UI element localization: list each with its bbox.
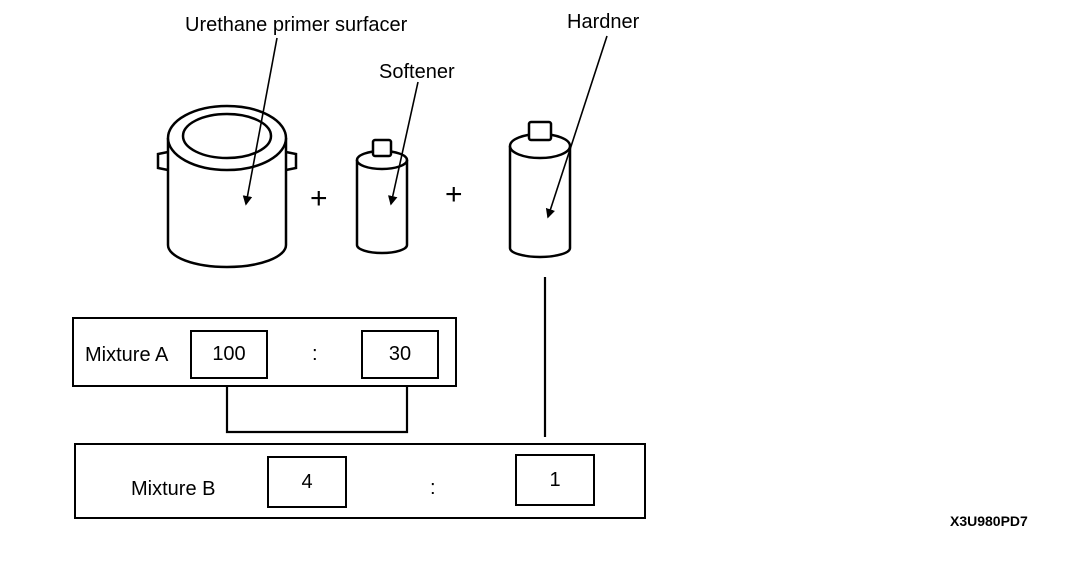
hardener-leader-arrow [545,35,608,219]
softener-label: Softener [379,61,455,83]
mixture-b-hardener-value: 1 [515,454,595,506]
primer-leader-arrow [242,37,278,206]
plus-sign-2: + [445,178,463,211]
mixture-a-connector [225,386,409,434]
primer-label: Urethane primer surfacer [185,14,408,36]
softener-leader-arrow [388,81,419,206]
mixture-b-colon: : [430,477,436,499]
primer-can-icon [156,104,298,269]
mixture-a-label: Mixture A [85,344,169,366]
mixture-a-colon: : [312,343,318,365]
mixture-b-label: Mixture B [131,478,216,500]
mixture-b-mixture-a-value: 4 [267,456,347,508]
figure-code: X3U980PD7 [950,513,1028,529]
mixture-a-primer-value: 100 [190,330,268,379]
mixture-a-softener-value: 30 [361,330,439,379]
plus-sign-1: + [310,182,328,215]
hardener-label: Hardner [567,11,640,33]
hardener-bottle-icon [508,120,572,259]
softener-bottle-icon [355,138,409,255]
